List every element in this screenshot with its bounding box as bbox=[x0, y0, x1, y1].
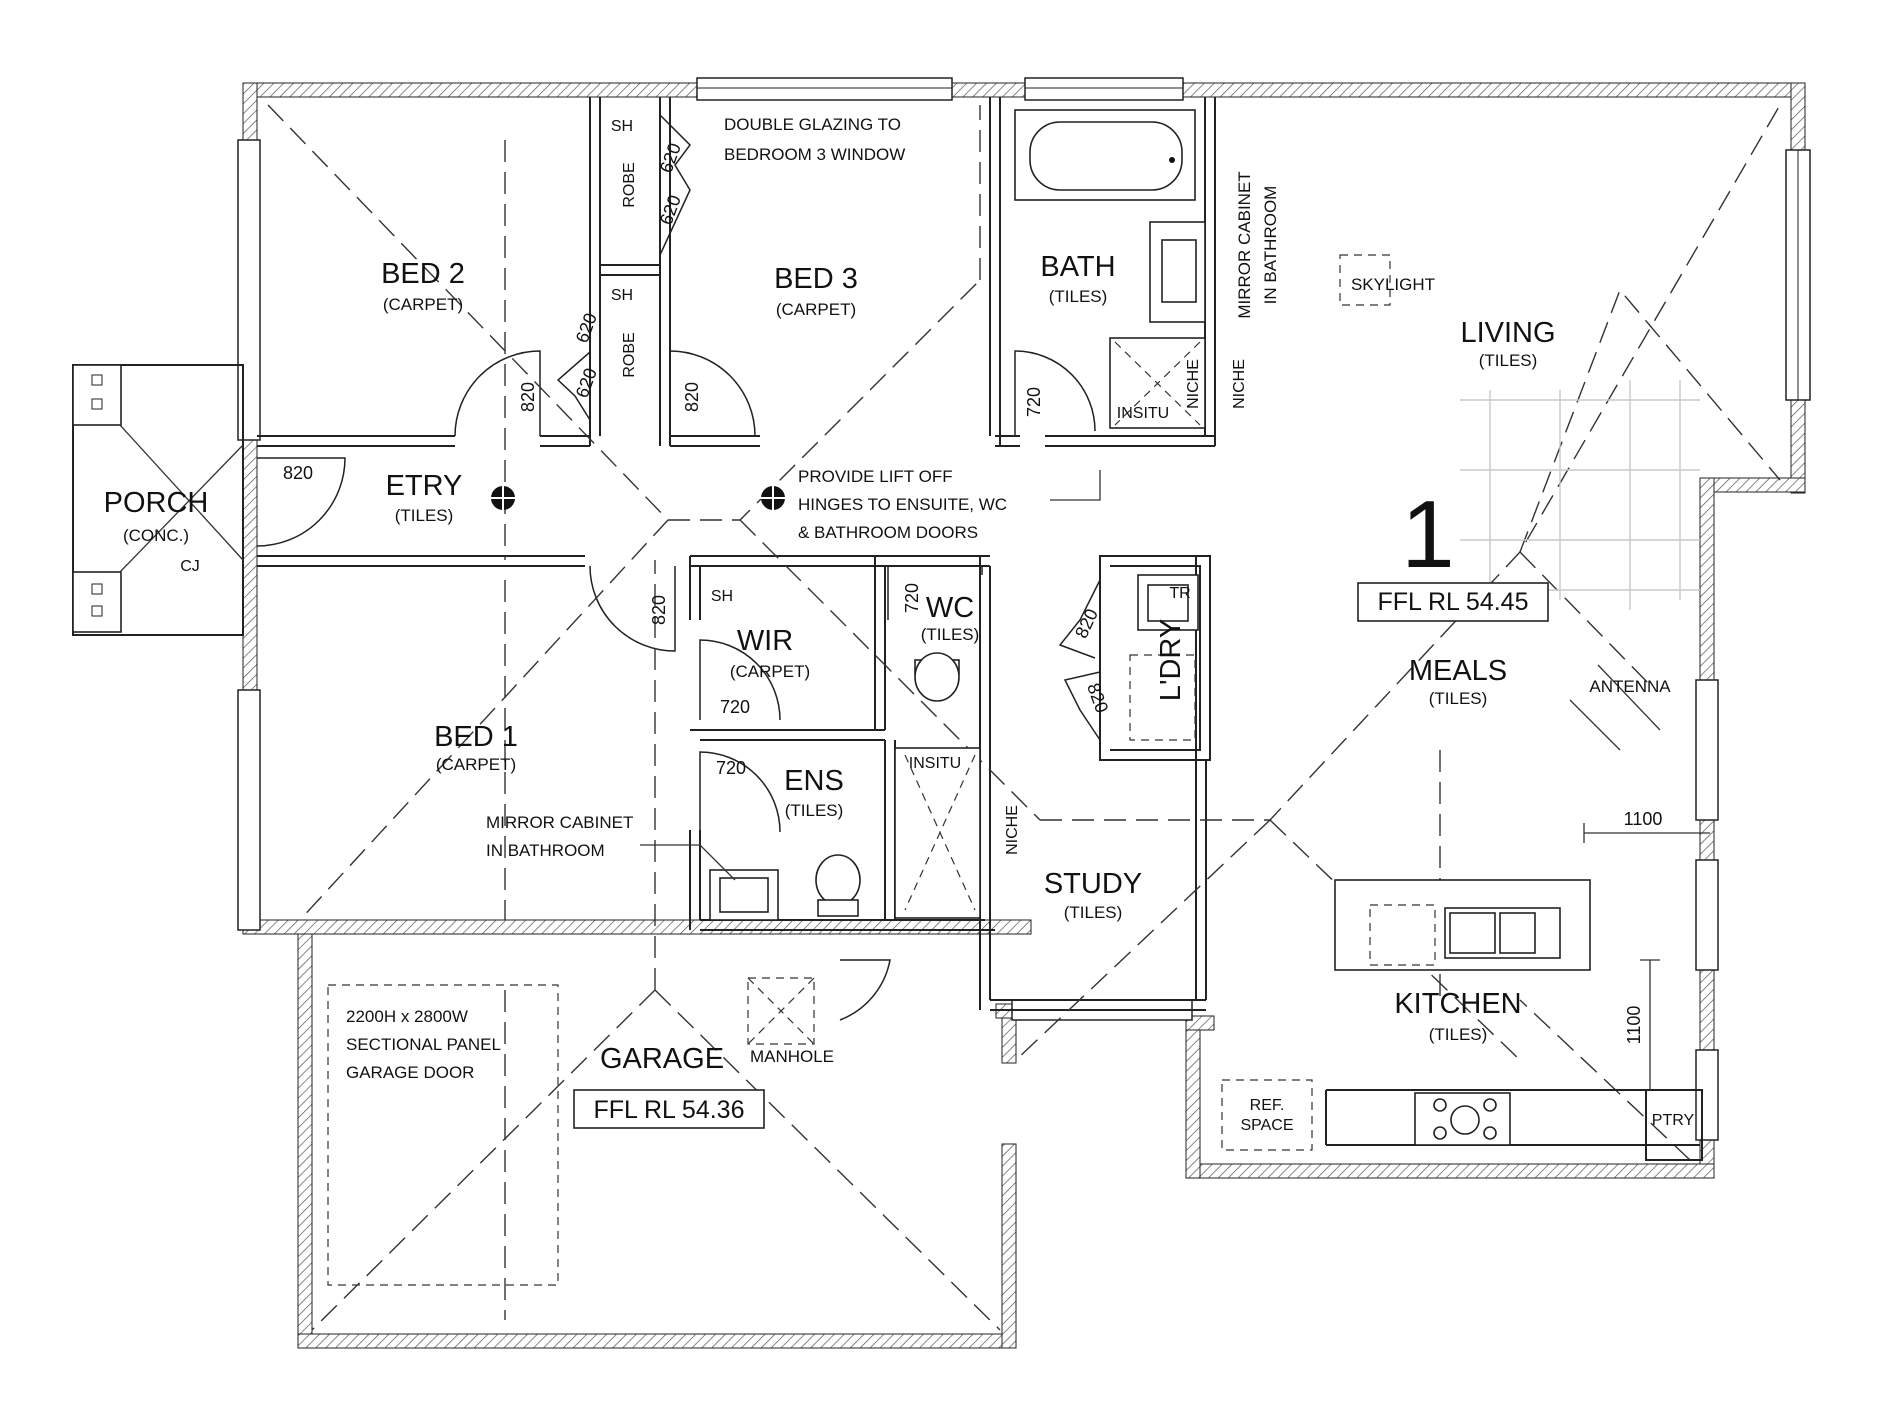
room-name-meals: MEALS bbox=[1409, 655, 1507, 687]
note-mirror-ens-1: MIRROR CABINET bbox=[486, 813, 633, 832]
room-finish-bed1: (CARPET) bbox=[436, 755, 516, 774]
note-mirror-bath-2: IN BATHROOM bbox=[1261, 186, 1280, 305]
external-walls bbox=[242, 82, 1806, 1349]
room-name-study: STUDY bbox=[1044, 868, 1142, 900]
dimensions: 620 620 620 620 820 820 720 820 820 720 … bbox=[283, 140, 1662, 1044]
note-garage-door-2: SECTIONAL PANEL bbox=[346, 1035, 501, 1054]
note-lift-off-2: HINGES TO ENSUITE, WC bbox=[798, 495, 1007, 514]
note-garage-door-1: 2200H x 2800W bbox=[346, 1007, 468, 1026]
label-ref-space-2: SPACE bbox=[1240, 1117, 1293, 1134]
label-insitu-ens: INSITU bbox=[909, 755, 961, 772]
label-niche-bath2: NICHE bbox=[1231, 359, 1248, 409]
dim-620-c: 620 bbox=[572, 310, 601, 345]
dim-820-ldry-b: 820 bbox=[1083, 680, 1112, 715]
room-finish-bath: (TILES) bbox=[1049, 287, 1108, 306]
room-name-garage: GARAGE bbox=[600, 1043, 724, 1075]
room-finish-wc: (TILES) bbox=[921, 625, 980, 644]
room-finish-living: (TILES) bbox=[1479, 351, 1538, 370]
label-niche-ens: NICHE bbox=[1004, 805, 1021, 855]
note-mirror-bath-1: MIRROR CABINET bbox=[1235, 171, 1254, 318]
room-name-porch: PORCH bbox=[104, 487, 209, 519]
room-finish-meals: (TILES) bbox=[1429, 689, 1488, 708]
note-mirror-ens-2: IN BATHROOM bbox=[486, 841, 605, 860]
notes: DOUBLE GLAZING TO BEDROOM 3 WINDOW MIRRO… bbox=[346, 115, 1280, 1082]
porch-structure bbox=[72, 364, 244, 636]
unit-number: 1 bbox=[1401, 481, 1454, 588]
dim-720-wc: 720 bbox=[902, 583, 922, 613]
note-garage-door-3: GARAGE DOOR bbox=[346, 1063, 474, 1082]
room-name-bed1: BED 1 bbox=[434, 721, 518, 753]
note-lift-off-1: PROVIDE LIFT OFF bbox=[798, 467, 953, 486]
room-finish-wir: (CARPET) bbox=[730, 662, 810, 681]
label-ref-space-1: REF. bbox=[1250, 1097, 1285, 1114]
label-skylight: SKYLIGHT bbox=[1351, 275, 1435, 294]
dim-820-ldry-a: 820 bbox=[1071, 606, 1102, 642]
note-double-glazing-2: BEDROOM 3 WINDOW bbox=[724, 145, 905, 164]
windows bbox=[237, 77, 1811, 1141]
label-robe-mid: ROBE bbox=[621, 332, 638, 377]
roof-lines bbox=[267, 104, 1781, 1331]
label-sh-mid: SH bbox=[611, 287, 633, 304]
label-sh-wir: SH bbox=[711, 588, 733, 605]
dim-820-bed2: 820 bbox=[518, 382, 538, 412]
room-name-bed3: BED 3 bbox=[774, 263, 858, 295]
dim-1100-vertical: 1100 bbox=[1624, 1006, 1644, 1045]
label-sh-top: SH bbox=[611, 118, 633, 135]
room-finish-kitchen: (TILES) bbox=[1429, 1025, 1488, 1044]
room-name-ldry: L'DRY bbox=[1155, 619, 1187, 701]
note-double-glazing-1: DOUBLE GLAZING TO bbox=[724, 115, 901, 134]
label-antenna: ANTENNA bbox=[1589, 677, 1671, 696]
minor-labels: SH ROBE SH ROBE SH CJ INSITU NICHE NICHE… bbox=[180, 118, 1671, 1134]
note-lift-off-3: & BATHROOM DOORS bbox=[798, 523, 978, 542]
room-finish-bed3: (CARPET) bbox=[776, 300, 856, 319]
label-niche-bath: NICHE bbox=[1185, 359, 1202, 409]
room-name-ptry: PTRY bbox=[1652, 1112, 1695, 1129]
dim-720-bath: 720 bbox=[1024, 387, 1044, 417]
dim-620-d: 620 bbox=[572, 365, 601, 400]
room-name-living: LIVING bbox=[1460, 317, 1555, 349]
dim-1100-horizontal: 1100 bbox=[1624, 809, 1663, 829]
room-finish-bed2: (CARPET) bbox=[383, 295, 463, 314]
house-ffl-label: FFL RL 54.45 bbox=[1377, 588, 1528, 616]
room-name-etry: ETRY bbox=[386, 470, 463, 502]
room-finish-etry: (TILES) bbox=[395, 506, 454, 525]
levels: 1 FFL RL 54.45 FFL RL 54.36 bbox=[593, 481, 1528, 1124]
door-swings bbox=[256, 114, 1101, 1021]
room-finish-ens: (TILES) bbox=[785, 801, 844, 820]
dim-720-wir: 720 bbox=[720, 697, 750, 717]
room-finish-porch: (CONC.) bbox=[123, 526, 189, 545]
internal-walls bbox=[257, 97, 1216, 1011]
room-name-wir: WIR bbox=[737, 625, 793, 657]
room-name-wc: WC bbox=[926, 592, 974, 624]
room-name-kitchen: KITCHEN bbox=[1394, 988, 1521, 1020]
label-insitu-bath: INSITU bbox=[1117, 405, 1169, 422]
dim-820-bed1: 820 bbox=[649, 595, 669, 625]
garage-ffl-label: FFL RL 54.36 bbox=[593, 1096, 744, 1124]
label-manhole: MANHOLE bbox=[750, 1047, 834, 1066]
label-tr: TR bbox=[1169, 585, 1190, 602]
room-finish-study: (TILES) bbox=[1064, 903, 1123, 922]
dim-720-ens: 720 bbox=[716, 758, 746, 778]
room-labels: BED 2 (CARPET) BED 3 (CARPET) BATH (TILE… bbox=[104, 251, 1695, 1129]
room-name-bed2: BED 2 bbox=[381, 258, 465, 290]
fixtures bbox=[327, 109, 1710, 1286]
label-cj: CJ bbox=[180, 558, 200, 575]
room-name-bath: BATH bbox=[1040, 251, 1115, 283]
room-name-ens: ENS bbox=[784, 765, 844, 797]
skylight-grid bbox=[1460, 380, 1700, 610]
dim-820-bed3: 820 bbox=[682, 382, 702, 412]
label-robe-top: ROBE bbox=[621, 162, 638, 207]
dim-820-entry: 820 bbox=[283, 463, 313, 483]
